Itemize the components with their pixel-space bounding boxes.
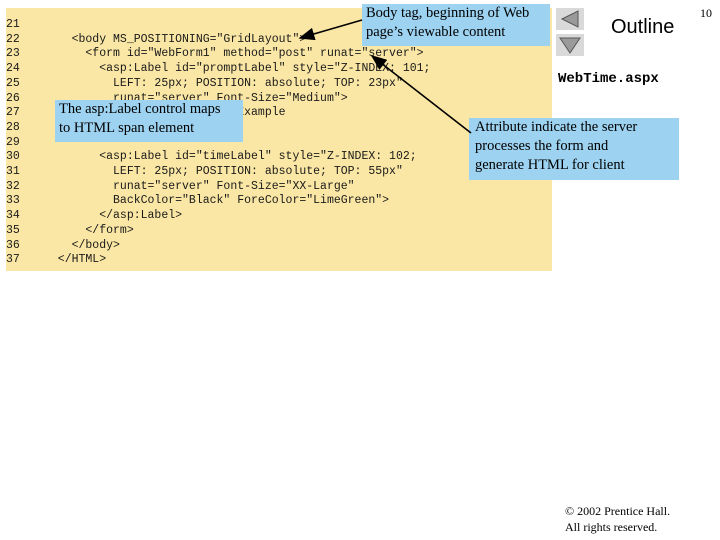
code-line: 34 </asp:Label> — [0, 208, 182, 224]
code-text: LEFT: 25px; POSITION: absolute; TOP: 55p… — [44, 165, 403, 178]
code-line: 31 LEFT: 25px; POSITION: absolute; TOP: … — [0, 164, 403, 180]
line-number: 26 — [6, 91, 20, 105]
line-number: 23 — [6, 47, 20, 61]
callout-label-span-line-2: to HTML span element — [59, 120, 195, 136]
copyright-line-1: © 2002 Prentice Hall. — [565, 504, 671, 518]
code-text: LEFT: 25px; POSITION: absolute; TOP: 23p… — [44, 76, 403, 90]
nav-next-button[interactable] — [556, 34, 584, 56]
line-number: 22 — [6, 32, 20, 46]
code-line: 21 — [0, 17, 44, 33]
line-number: 29 — [6, 135, 20, 149]
code-text: BackColor="Black" ForeColor="LimeGreen"> — [44, 194, 390, 208]
callout-runat-server-line-2: processes the form and — [475, 138, 609, 154]
code-line: 24 <asp:Label id="promptLabel" style="Z-… — [0, 61, 430, 77]
code-line: 23 <form id="WebForm1" method="post" run… — [0, 46, 424, 62]
triangle-down-icon — [559, 37, 581, 54]
code-text: <form id="WebForm1" method="post" runat=… — [44, 47, 424, 61]
callout-label-span-line-1: The asp:Label control maps — [59, 101, 221, 117]
copyright-line-2: All rights reserved. — [565, 520, 658, 534]
file-name: WebTime.aspx — [558, 71, 659, 87]
code-line: 25 LEFT: 25px; POSITION: absolute; TOP: … — [0, 76, 403, 92]
code-line: 37 </HTML> — [0, 252, 106, 268]
line-number: 24 — [6, 62, 20, 76]
code-text: <asp:Label id="timeLabel" style="Z-INDEX… — [44, 150, 417, 164]
nav-previous-button[interactable] — [556, 8, 584, 30]
code-line: 30 <asp:Label id="timeLabel" style="Z-IN… — [0, 149, 417, 165]
code-line: 36 </body> — [0, 238, 120, 254]
code-line: 32 runat="server" Font-Size="XX-Large" — [0, 179, 355, 195]
line-number: 25 — [6, 76, 20, 90]
line-number: 36 — [6, 238, 20, 252]
line-number: 34 — [6, 209, 20, 223]
code-text: </form> — [44, 223, 134, 237]
line-number: 21 — [6, 18, 20, 31]
code-text: </asp:Label> — [44, 209, 183, 223]
code-line: 22 <body MS_POSITIONING="GridLayout"> — [0, 32, 306, 48]
code-text: </body> — [44, 238, 120, 252]
slide-number: 10 — [700, 6, 712, 20]
callout-body-tag: Body tag, beginning of Web page’s viewab… — [362, 4, 550, 46]
line-number: 32 — [6, 179, 20, 193]
code-line: 35 </form> — [0, 223, 134, 239]
callout-body-tag-line-1: Body tag, beginning of Web — [366, 5, 530, 21]
code-text: <asp:Label id="promptLabel" style="Z-IND… — [44, 62, 431, 76]
triangle-left-icon — [560, 10, 579, 28]
callout-body-tag-line-2: page’s viewable content — [366, 24, 506, 40]
callout-runat-server-line-1: Attribute indicate the server — [475, 119, 638, 135]
code-text: </HTML> — [44, 253, 107, 267]
line-number: 33 — [6, 194, 20, 208]
line-number: 35 — [6, 223, 20, 237]
line-number: 31 — [6, 165, 20, 178]
code-text: runat="server" Font-Size="XX-Large" — [44, 179, 355, 193]
line-number: 30 — [6, 150, 20, 164]
line-number: 37 — [6, 253, 20, 267]
code-text: <body MS_POSITIONING="GridLayout"> — [44, 32, 307, 46]
copyright-notice: © 2002 Prentice Hall. All rights reserve… — [565, 503, 670, 535]
outline-title: Outline — [611, 16, 675, 38]
line-number: 28 — [6, 120, 20, 134]
code-line: 29 — [0, 135, 44, 151]
code-line: 33 BackColor="Black" ForeColor="LimeGree… — [0, 193, 389, 209]
callout-runat-server: Attribute indicate the server processes … — [469, 118, 679, 180]
callout-label-span: The asp:Label control maps to HTML span … — [55, 100, 243, 142]
callout-runat-server-line-3: generate HTML for client — [475, 157, 625, 173]
line-number: 27 — [6, 106, 20, 120]
